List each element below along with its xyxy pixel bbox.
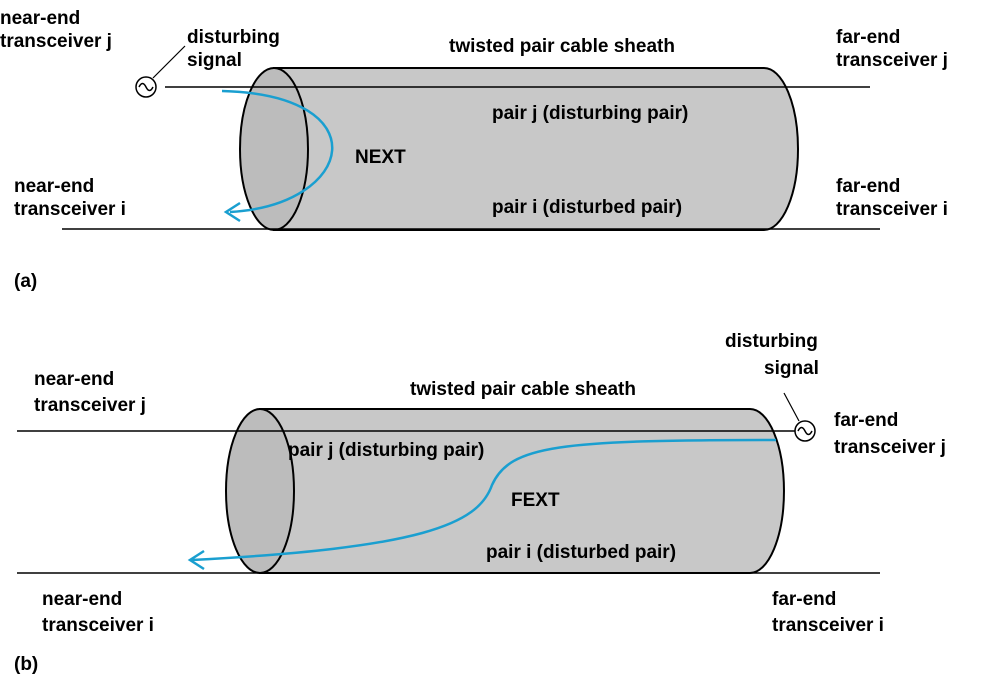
panel-label: (b)	[14, 654, 38, 675]
far-end-j-label: far-end transceiver j	[836, 27, 948, 71]
pair-j-label: pair j (disturbing pair)	[288, 440, 484, 461]
disturbing-signal-label: disturbing signal	[725, 331, 823, 379]
near-end-i-label: near-end transceiver i	[14, 176, 126, 220]
far-end-j-label: far-end transceiver j	[834, 410, 946, 458]
cable-sheath-label: twisted pair cable sheath	[449, 36, 675, 57]
pair-i-label: pair i (disturbed pair)	[486, 542, 676, 563]
cable-sheath-body	[273, 67, 799, 231]
cable-sheath-end	[225, 408, 295, 574]
fext-coupling-path	[191, 438, 777, 562]
cable-sheath-body	[259, 408, 785, 574]
sine-wave-source-icon	[783, 392, 816, 442]
near-end-j-label: near-end transceiver j	[0, 8, 112, 52]
near-end-i-label: near-end transceiver i	[42, 589, 154, 636]
crosstalk-label: NEXT	[355, 147, 406, 168]
cable-sheath-label: twisted pair cable sheath	[410, 379, 636, 400]
arrowhead-icon	[187, 549, 205, 571]
near-end-j-label: near-end transceiver j	[34, 369, 146, 416]
arrowhead-icon	[223, 201, 241, 223]
disturbing-signal-label: disturbing signal	[187, 27, 285, 71]
crosstalk-label: FEXT	[511, 490, 560, 511]
panel-a: near-end transceiver j disturbing signal…	[0, 8, 948, 292]
pair-j-label: pair j (disturbing pair)	[492, 103, 688, 124]
panel-b: disturbing signal near-end transceiver j…	[14, 331, 946, 675]
panel-label: (a)	[14, 271, 37, 292]
next-coupling-path	[221, 89, 334, 214]
sine-wave-source-icon	[135, 45, 186, 98]
far-end-i-label: far-end transceiver i	[836, 176, 948, 220]
far-end-i-label: far-end transceiver i	[772, 589, 884, 636]
pair-i-label: pair i (disturbed pair)	[492, 197, 682, 218]
cable-sheath-end	[239, 67, 309, 231]
